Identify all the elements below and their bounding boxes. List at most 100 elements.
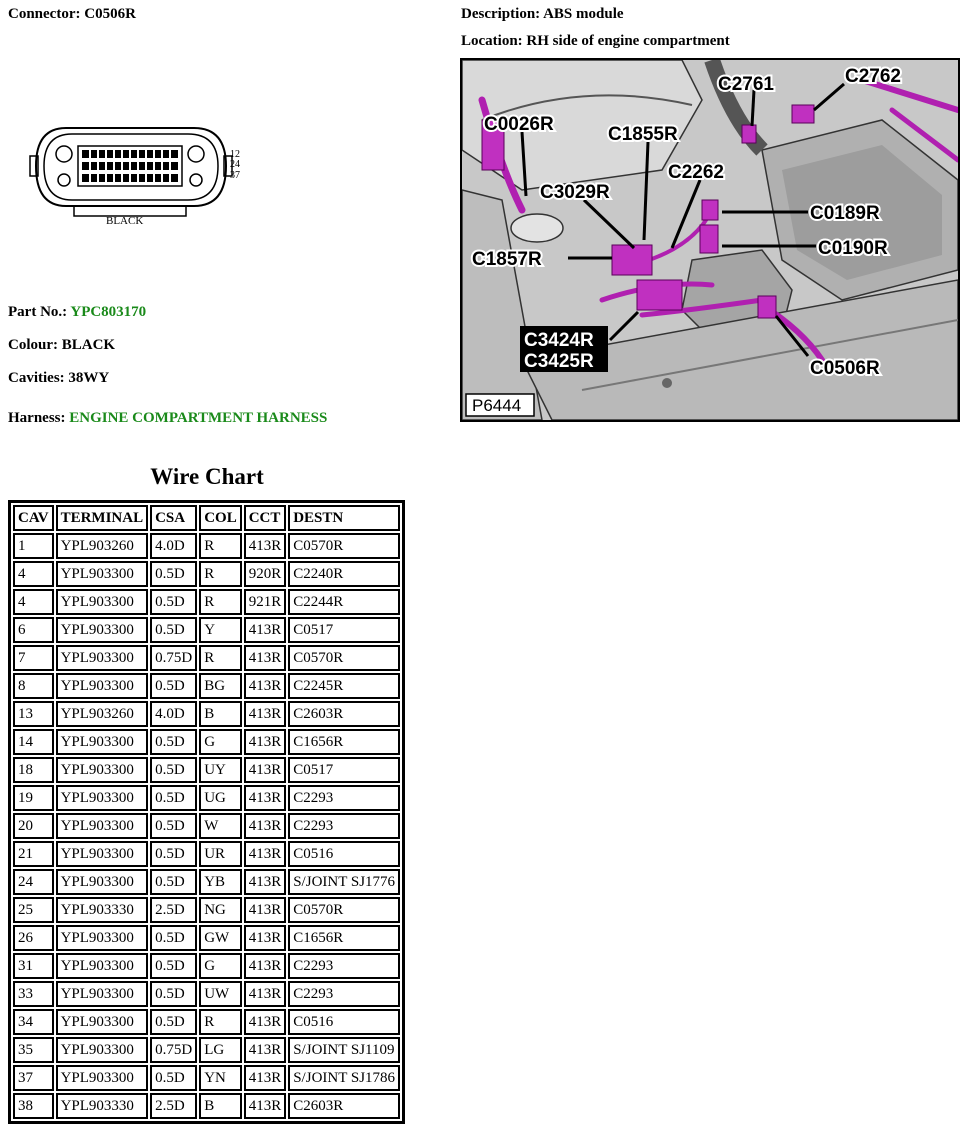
cell-cct: 413R: [243, 1037, 287, 1063]
cell-destn: S/JOINT SJ1776: [288, 869, 401, 895]
cell-destn: C0517: [288, 617, 401, 643]
cell-cav: 1: [13, 533, 54, 559]
cell-terminal: YPL903260: [55, 701, 149, 727]
cell-destn: C2240R: [288, 561, 401, 587]
cell-col: R: [199, 589, 242, 615]
cell-csa: 0.5D: [150, 1065, 198, 1091]
cell-csa: 0.5D: [150, 729, 198, 755]
location-photo: C2761 C2762 C0026R C1855R C2262 C3029R C…: [460, 58, 960, 422]
column-header-csa: CSA: [150, 505, 198, 531]
cell-cct: 920R: [243, 561, 287, 587]
pin-label-right-3: 37: [230, 170, 240, 181]
cell-col: Y: [199, 617, 242, 643]
cell-destn: C2293: [288, 813, 401, 839]
pin-label-right-2: 24: [230, 159, 240, 170]
cell-terminal: YPL903300: [55, 1037, 149, 1063]
cell-cav: 6: [13, 617, 54, 643]
cell-cav: 7: [13, 645, 54, 671]
cell-cav: 20: [13, 813, 54, 839]
callout-c0190r: C0190R: [818, 238, 888, 259]
cell-terminal: YPL903300: [55, 1009, 149, 1035]
cell-cav: 18: [13, 757, 54, 783]
callout-c0189r: C0189R: [810, 203, 880, 224]
cell-terminal: YPL903300: [55, 813, 149, 839]
diagram-colour-label: BLACK: [106, 215, 143, 227]
cell-csa: 4.0D: [150, 701, 198, 727]
cell-cav: 37: [13, 1065, 54, 1091]
cell-col: YN: [199, 1065, 242, 1091]
cell-destn: C0570R: [288, 897, 401, 923]
harness-link[interactable]: ENGINE COMPARTMENT HARNESS: [69, 410, 328, 426]
cavities-info: Cavities: 38WY: [8, 370, 109, 387]
cell-col: R: [199, 1009, 242, 1035]
cell-terminal: YPL903300: [55, 645, 149, 671]
cell-terminal: YPL903300: [55, 925, 149, 951]
cell-terminal: YPL903300: [55, 869, 149, 895]
cell-csa: 2.5D: [150, 897, 198, 923]
cell-terminal: YPL903300: [55, 841, 149, 867]
colour-value: BLACK: [61, 337, 116, 353]
cell-csa: 4.0D: [150, 533, 198, 559]
cell-col: LG: [199, 1037, 242, 1063]
cell-terminal: YPL903330: [55, 1093, 149, 1119]
cell-col: GW: [199, 925, 242, 951]
part-no-link[interactable]: YPC803170: [70, 304, 147, 320]
callout-c1855r: C1855R: [608, 124, 678, 145]
cell-cct: 413R: [243, 645, 287, 671]
cell-csa: 0.5D: [150, 981, 198, 1007]
cell-col: W: [199, 813, 242, 839]
cell-cav: 8: [13, 673, 54, 699]
connector-face-diagram: 2 14 26 12 24 37 BLACK: [29, 127, 240, 227]
cell-terminal: YPL903300: [55, 561, 149, 587]
cell-cav: 19: [13, 785, 54, 811]
cell-col: NG: [199, 897, 242, 923]
cell-cav: 26: [13, 925, 54, 951]
cell-col: G: [199, 953, 242, 979]
cell-destn: C2603R: [288, 1093, 401, 1119]
callout-c3029r: C3029R: [540, 182, 610, 203]
cell-destn: C2244R: [288, 589, 401, 615]
callout-c3425r: C3425R: [524, 351, 594, 372]
cell-csa: 0.5D: [150, 841, 198, 867]
cell-terminal: YPL903300: [55, 981, 149, 1007]
cell-col: UR: [199, 841, 242, 867]
cell-cct: 413R: [243, 953, 287, 979]
description-label: Description:: [461, 6, 541, 22]
cell-terminal: YPL903300: [55, 757, 149, 783]
cell-destn: C1656R: [288, 925, 401, 951]
location-info: Location: RH side of engine compartment: [461, 33, 730, 50]
cell-cct: 413R: [243, 1065, 287, 1091]
cell-csa: 0.5D: [150, 813, 198, 839]
cell-cct: 413R: [243, 1009, 287, 1035]
cell-terminal: YPL903300: [55, 953, 149, 979]
cavities-label: Cavities:: [8, 370, 65, 386]
cell-col: BG: [199, 673, 242, 699]
cell-terminal: YPL903300: [55, 589, 149, 615]
cell-csa: 0.5D: [150, 953, 198, 979]
cell-csa: 0.75D: [150, 645, 198, 671]
cell-col: UG: [199, 785, 242, 811]
cell-terminal: YPL903260: [55, 533, 149, 559]
cell-cct: 413R: [243, 785, 287, 811]
cell-destn: C1656R: [288, 729, 401, 755]
cell-cct: 413R: [243, 925, 287, 951]
cell-destn: C2293: [288, 785, 401, 811]
cell-cav: 13: [13, 701, 54, 727]
description-info: Description: ABS module: [461, 6, 624, 23]
connector-value: C0506R: [84, 6, 136, 22]
cell-destn: C2293: [288, 953, 401, 979]
harness-label: Harness:: [8, 410, 66, 426]
cell-cav: 14: [13, 729, 54, 755]
cell-cct: 413R: [243, 673, 287, 699]
cell-csa: 0.75D: [150, 1037, 198, 1063]
cell-csa: 0.5D: [150, 1009, 198, 1035]
